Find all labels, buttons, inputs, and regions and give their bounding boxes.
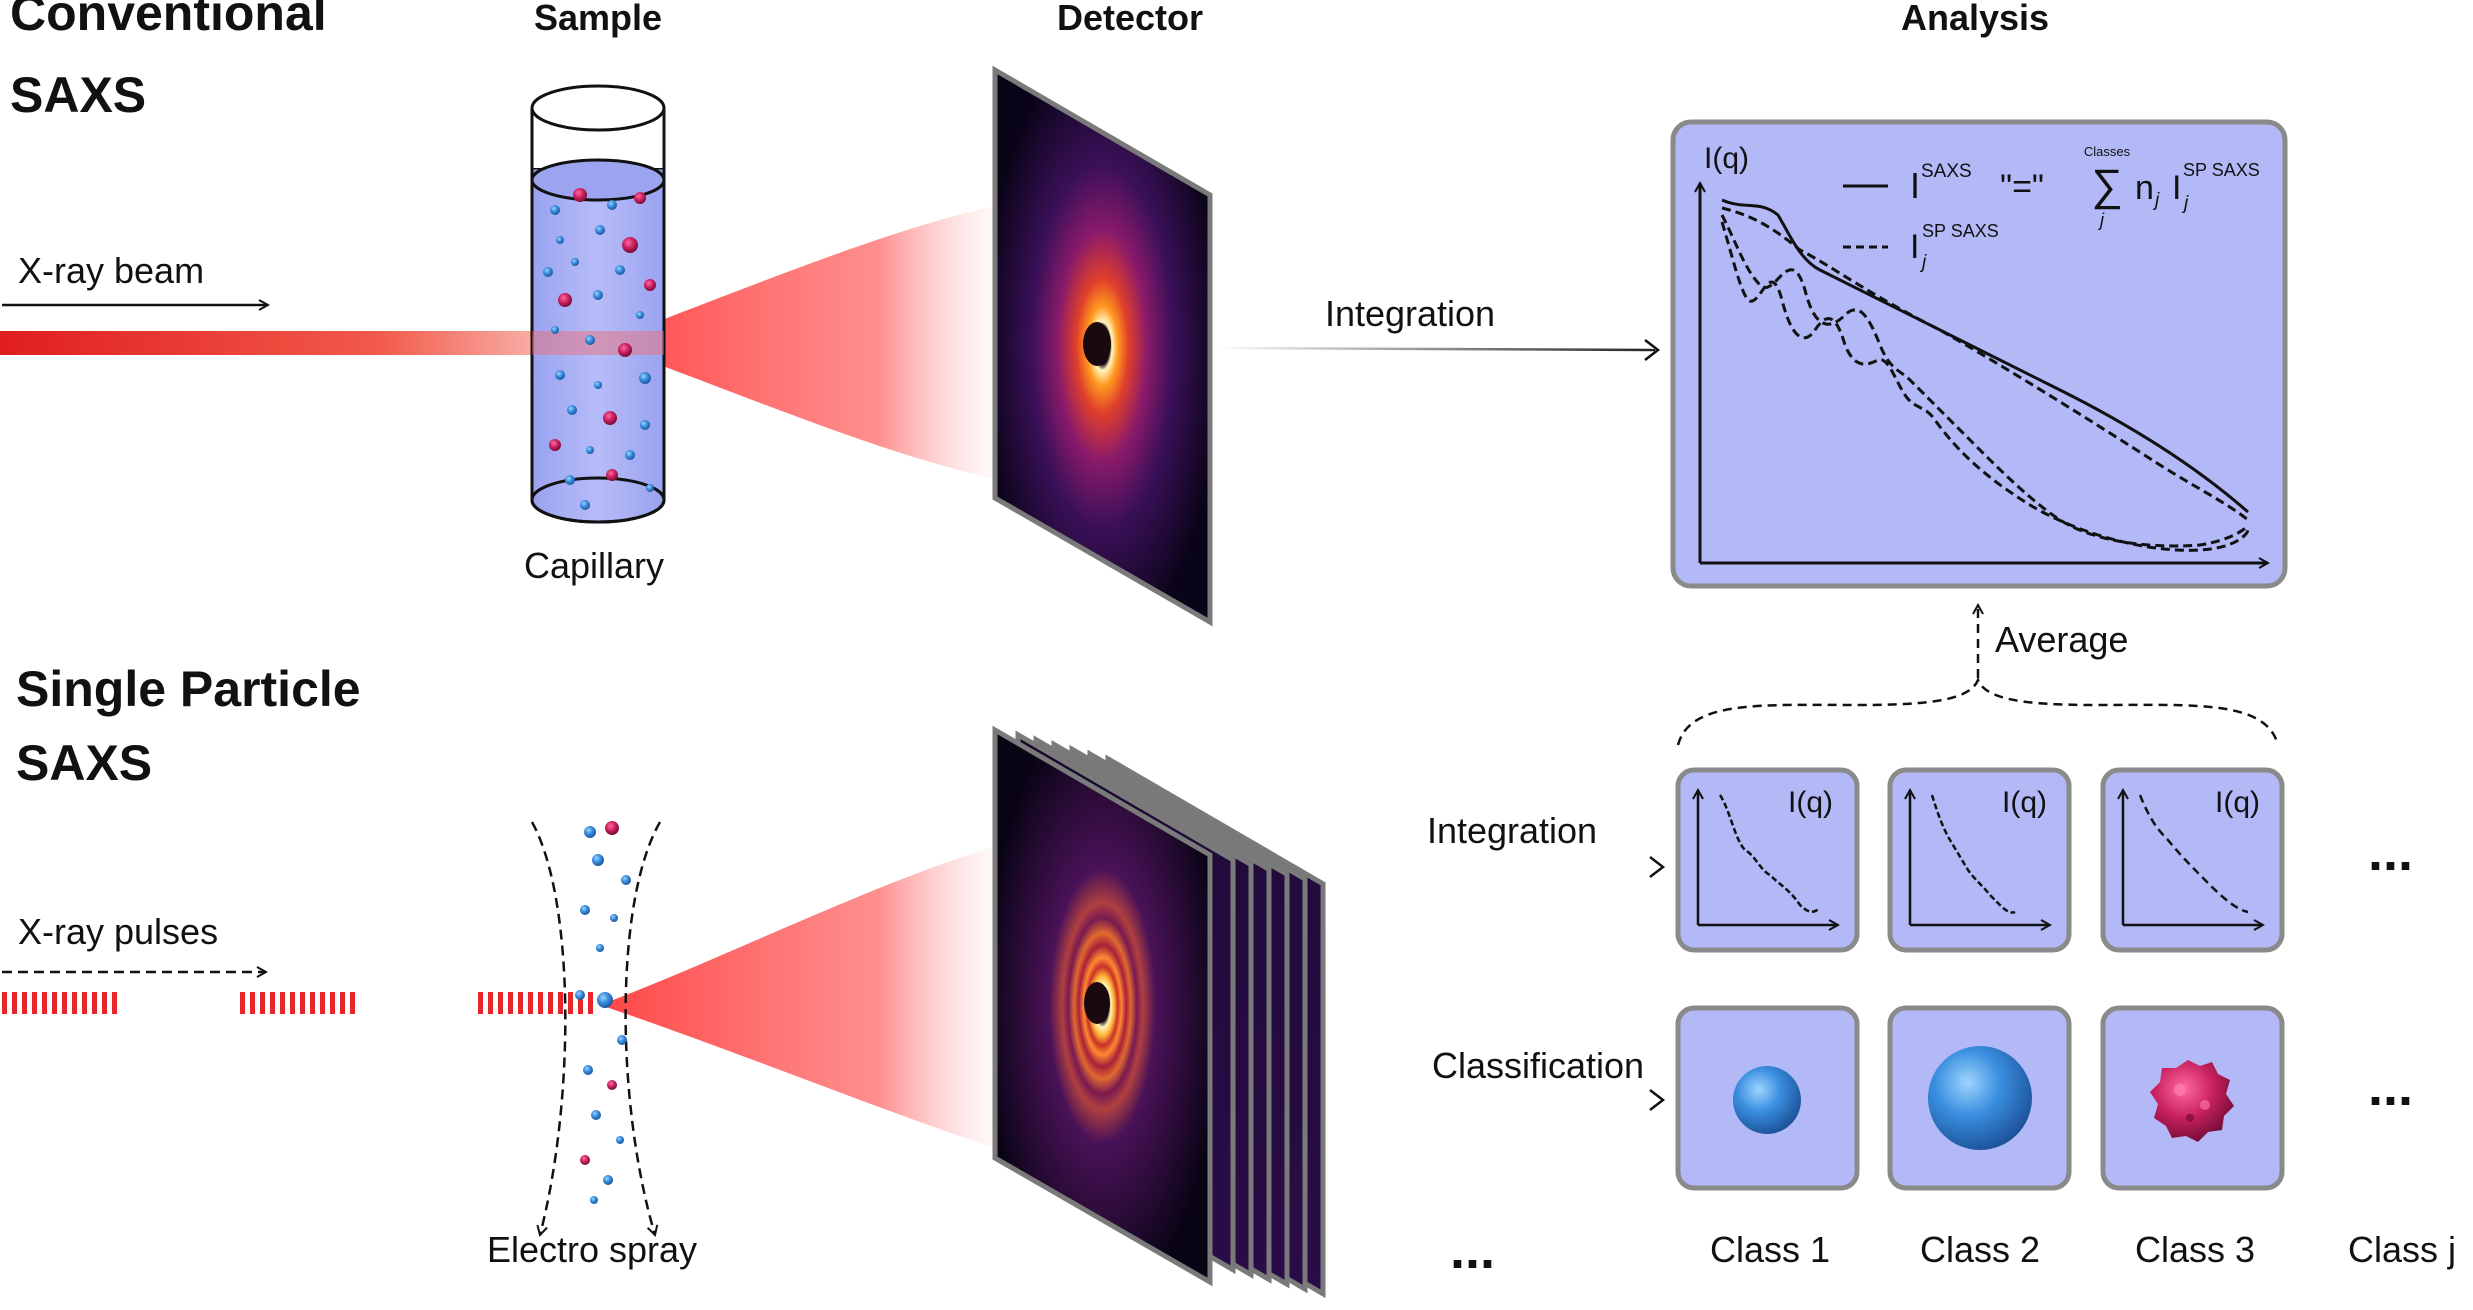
curve-sp-3 bbox=[1720, 221, 2250, 552]
scattering-cone-top bbox=[600, 205, 1000, 480]
legend2-I: I bbox=[1910, 228, 1919, 266]
detector-stack-more: ... bbox=[1450, 1220, 1495, 1280]
header-analysis: Analysis bbox=[1901, 0, 2049, 38]
average-label: Average bbox=[1995, 619, 2128, 660]
class-plot-3-ylabel: I(q) bbox=[2215, 786, 2260, 819]
xray-pulses-label: X-ray pulses bbox=[18, 911, 218, 952]
capillary bbox=[530, 84, 666, 524]
classification-label: Classification bbox=[1432, 1045, 1644, 1086]
class-label-3: Class 3 bbox=[2135, 1229, 2255, 1270]
analysis-y-axis-label: I(q) bbox=[1704, 142, 1749, 175]
capillary-label: Capillary bbox=[524, 545, 664, 586]
detector-stack bbox=[992, 725, 1326, 1299]
integration-arrow-single bbox=[1649, 856, 1666, 878]
integration-label-single: Integration bbox=[1427, 810, 1597, 851]
integration-arrow bbox=[1644, 339, 1661, 361]
eq-n: n bbox=[2135, 169, 2154, 207]
class-plot-3: I(q) bbox=[2100, 767, 2285, 953]
class-particle-2 bbox=[1887, 1005, 2072, 1191]
integration-label-conventional: Integration bbox=[1325, 293, 1495, 334]
detector-conventional bbox=[992, 65, 1213, 627]
eq-I2: I bbox=[2172, 169, 2181, 207]
electro-spray-label: Electro spray bbox=[487, 1229, 697, 1270]
sphere-small-icon bbox=[1733, 1066, 1801, 1134]
eq-sp-saxs-sup: SP SAXS bbox=[2183, 160, 2260, 180]
class-plots-more: ... bbox=[2368, 822, 2413, 882]
eq-classes: Classes bbox=[2084, 144, 2131, 159]
conventional-title-line1: Conventional bbox=[10, 0, 327, 41]
curve-sp-1 bbox=[1721, 206, 2249, 522]
curve-saxs-solid bbox=[1721, 198, 2249, 514]
single-particle-title-line2: SAXS bbox=[16, 735, 152, 791]
single-particle-title-line1: Single Particle bbox=[16, 661, 361, 717]
xray-pulses bbox=[2, 992, 593, 1014]
class-plot-1: I(q) bbox=[1675, 767, 1860, 953]
class-particles-more: ... bbox=[2368, 1057, 2413, 1117]
header-detector: Detector bbox=[1057, 0, 1203, 38]
class-label-2: Class 2 bbox=[1920, 1229, 2040, 1270]
classification-arrow bbox=[1649, 1089, 1666, 1111]
conventional-title-line2: SAXS bbox=[10, 67, 146, 123]
legend2-sub: j bbox=[1919, 252, 1927, 273]
electro-spray bbox=[530, 821, 662, 1235]
class-label-1: Class 1 bbox=[1710, 1229, 1830, 1270]
eq-saxs-sup: SAXS bbox=[1921, 161, 1972, 182]
sphere-large-icon bbox=[1928, 1046, 2032, 1150]
eq-n-sub: j bbox=[2152, 190, 2160, 211]
class-particle-1 bbox=[1675, 1005, 1860, 1191]
eq-equals: "=" bbox=[2000, 168, 2044, 206]
xray-beam-label: X-ray beam bbox=[18, 250, 204, 291]
eq-I: I bbox=[1910, 165, 1920, 206]
legend2-sup: SP SAXS bbox=[1922, 221, 1999, 241]
eq-I2-sub: j bbox=[2181, 193, 2189, 214]
eq-j: j bbox=[2097, 210, 2105, 230]
class-plot-1-ylabel: I(q) bbox=[1788, 786, 1833, 819]
xray-beam bbox=[0, 331, 540, 355]
scattering-cone-bottom bbox=[600, 845, 1000, 1150]
class-particle-3 bbox=[2100, 1005, 2285, 1191]
class-plot-2: I(q) bbox=[1887, 767, 2072, 953]
average-brace bbox=[1676, 676, 2280, 746]
header-sample: Sample bbox=[534, 0, 662, 38]
analysis-plot-panel: I(q) I SAXS "=" Classes ∑ j n j I SP SAX… bbox=[1670, 119, 2288, 589]
eq-sigma: ∑ bbox=[2091, 161, 2122, 210]
curve-sp-2 bbox=[1720, 214, 2250, 548]
class-plot-2-ylabel: I(q) bbox=[2002, 786, 2047, 819]
class-label-j: Class j bbox=[2348, 1229, 2456, 1270]
irregular-particle-icon bbox=[2150, 1060, 2234, 1142]
